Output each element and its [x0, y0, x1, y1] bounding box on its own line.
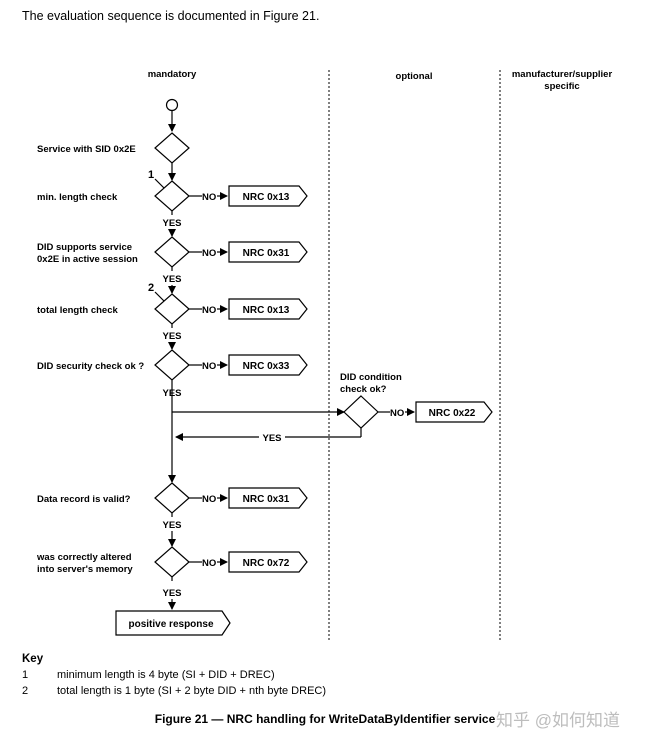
- nrc-step-2-text: NRC 0x13: [243, 192, 290, 203]
- intro-text: The evaluation sequence is documented in…: [22, 9, 320, 23]
- step-2-marker-tick: [154, 178, 165, 189]
- nrc-step-3-text: NRC 0x31: [243, 248, 290, 259]
- nrc-box-step-4: [228, 298, 308, 320]
- step-7-yes-label: YES: [162, 588, 181, 599]
- did-condition-label-line2: check ok?: [340, 384, 387, 395]
- step-7-no-label: NO: [202, 558, 216, 569]
- key-title: Key: [22, 653, 44, 665]
- watermark: 知乎 @如何知道: [496, 711, 620, 730]
- yes-return-label-bg: [259, 431, 285, 442]
- nrc-step-7-text: NRC 0x72: [243, 558, 290, 569]
- nrc-step-6-text: NRC 0x31: [243, 494, 290, 505]
- did-condition-no-label: NO: [390, 408, 404, 419]
- step-3-label-line1: DID supports service: [37, 242, 132, 253]
- column-manufacturer-line2: specific: [544, 81, 579, 92]
- decision-step-4: [154, 293, 190, 325]
- step-2-label-line1: min. length check: [37, 192, 118, 203]
- start-node: [165, 98, 179, 112]
- nrc-box-step-6: [228, 487, 308, 509]
- column-mandatory: mandatory: [148, 69, 197, 80]
- step-4-yes-label: YES: [162, 331, 181, 342]
- decision-step-6: [154, 482, 190, 514]
- nrc-box-step-3: [228, 241, 308, 263]
- nrc-did-condition-text: NRC 0x22: [429, 408, 476, 419]
- flowchart: mandatory optional manufacturer/supplier…: [36, 69, 613, 640]
- decision-step-1: [154, 132, 190, 164]
- mandatory-steps: Service with SID 0x2E min. length check 1N…: [36, 132, 308, 610]
- step-4-label-line1: total length check: [37, 305, 118, 316]
- key-item-2-number: 2: [22, 685, 29, 697]
- decision-step-7: [154, 546, 190, 578]
- step-1-label-line1: Service with SID 0x2E: [37, 144, 136, 155]
- decision-step-3: [154, 236, 190, 268]
- step-2-yes-label: YES: [162, 218, 181, 229]
- did-condition-label-line1: DID condition: [340, 372, 402, 383]
- step-3-yes-label: YES: [162, 274, 181, 285]
- step-7-label-line1: was correctly altered: [36, 552, 132, 563]
- decision-did-condition: [343, 395, 379, 429]
- nrc-box-step-5: [228, 354, 308, 376]
- step-3-no-label: NO: [202, 248, 216, 259]
- positive-response-box: [115, 610, 231, 636]
- column-optional: optional: [396, 71, 433, 82]
- did-condition-yes-label: YES: [262, 433, 281, 444]
- nrc-box-did-condition: [415, 401, 493, 423]
- step-7-label-line2: into server's memory: [37, 564, 133, 575]
- nrc-step-5-text: NRC 0x33: [243, 361, 290, 372]
- key-item-2-text: total length is 1 byte (SI + 2 byte DID …: [57, 685, 327, 697]
- nrc-box-step-2: [228, 185, 308, 207]
- step-6-yes-label: YES: [162, 520, 181, 531]
- step-2-key-marker: 1: [148, 169, 154, 181]
- decision-step-5: [154, 349, 190, 381]
- step-5-label-line1: DID security check ok ?: [37, 361, 144, 372]
- key-item-1-text: minimum length is 4 byte (SI + DID + DRE…: [57, 669, 275, 681]
- step-4-marker-tick: [154, 291, 165, 302]
- step-4-key-marker: 2: [148, 282, 154, 294]
- column-manufacturer-line1: manufacturer/supplier: [512, 69, 613, 80]
- step-6-label-line1: Data record is valid?: [37, 494, 131, 505]
- step-2-no-label: NO: [202, 192, 216, 203]
- key-item-1-number: 1: [22, 669, 29, 681]
- step-3-label-line2: 0x2E in active session: [37, 254, 138, 265]
- step-4-no-label: NO: [202, 305, 216, 316]
- decision-step-2: [154, 180, 190, 212]
- nrc-box-step-7: [228, 551, 308, 573]
- figure-caption: Figure 21 — NRC handling for WriteDataBy…: [154, 712, 496, 726]
- nrc-step-4-text: NRC 0x13: [243, 305, 290, 316]
- step-5-no-label: NO: [202, 361, 216, 372]
- step-5-yes-label: YES: [162, 388, 181, 399]
- step-6-no-label: NO: [202, 494, 216, 505]
- positive-response-text: positive response: [128, 619, 213, 630]
